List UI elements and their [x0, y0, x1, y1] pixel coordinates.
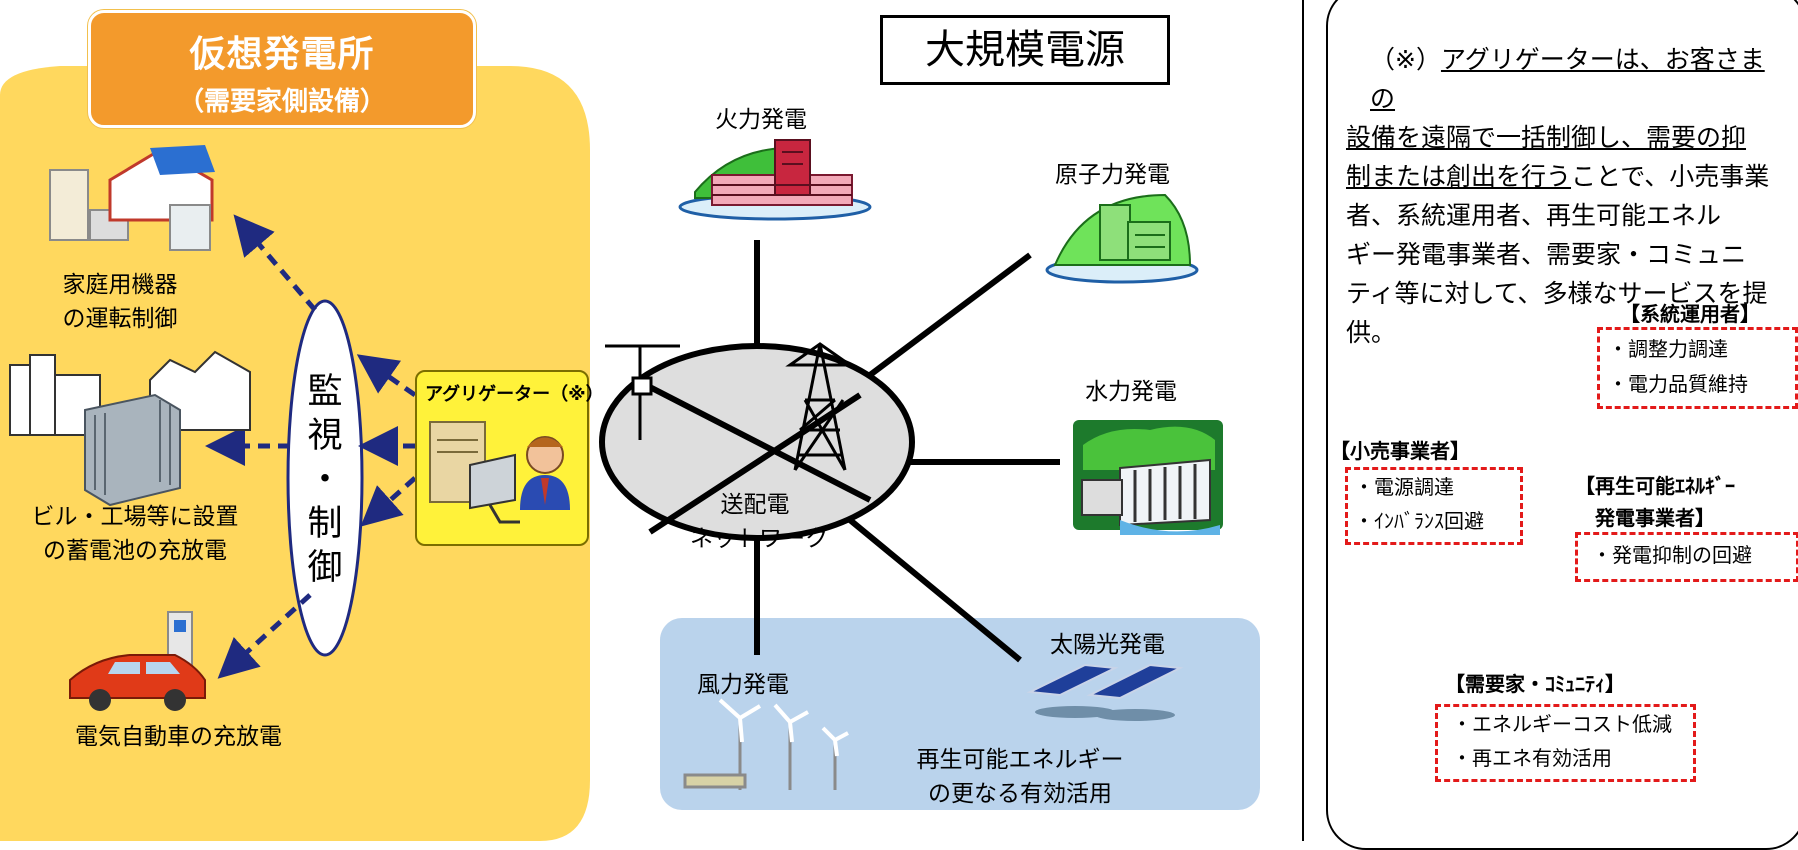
battery-storage-icon [9, 350, 251, 507]
utility-pole-icon [605, 344, 680, 440]
grid-operator-title: 【系統運用者】 [1620, 302, 1760, 326]
nuclear-plant-icon [1045, 193, 1199, 284]
wind-turbine-icon [683, 698, 849, 790]
wind-label: 風力発電 [697, 672, 789, 698]
renewable-label: 再生可能エネルギー の更なる有効活用 [916, 747, 1124, 807]
renewable-operator-box: ・発電抑制の回避 [1575, 532, 1798, 582]
home-appliance-label: 家庭用機器 の運転制御 [62, 272, 178, 332]
solar-label: 太陽光発電 [1050, 632, 1165, 658]
retailer-title: 【小売事業者】 [1330, 439, 1470, 463]
solar-panel-icon [1026, 663, 1184, 721]
renewable-area [660, 618, 1260, 810]
monitor-control-ellipse [286, 299, 364, 657]
battery-label: ビル・工場等に設置 の蓄電池の充放電 [31, 504, 239, 564]
vpp-subtitle: （需要家側設備） [177, 87, 386, 117]
renewable-operator-title: 【再生可能ｴﾈﾙｷﾞｰ 発電事業者】 [1575, 474, 1735, 530]
consumer-title: 【需要家・ｺﾐｭﾆﾃｨ】 [1445, 672, 1625, 696]
network-label: 送配電 ネットワーク [690, 492, 828, 552]
nuclear-label: 原子力発電 [1055, 162, 1170, 188]
aggregator-label: アグリゲーター（※） [425, 384, 604, 405]
ev-label: 電気自動車の充放電 [75, 724, 282, 750]
hydro-plant-icon [1073, 420, 1223, 535]
monitor-control-label: 監 視 ・ 制 御 [307, 372, 343, 588]
hydro-label: 水力発電 [1085, 379, 1177, 405]
consumer-box: ・エネルギーコスト低減 ・再エネ有効活用 [1435, 704, 1696, 782]
vpp-title: 仮想発電所 [189, 34, 375, 75]
thermal-plant-icon [678, 139, 872, 221]
pylon-icon [785, 342, 855, 471]
vpp-title-box: 仮想発電所 （需要家側設備） [88, 10, 476, 128]
aggregator-note: （※）アグリゲーターは、お客さまの 設備を遠隔で一括制御し、需要の抑 制または創… [1346, 45, 1770, 347]
thermal-label: 火力発電 [715, 107, 807, 133]
big-power-label: 大規模電源 [880, 15, 1170, 85]
ev-car-icon [69, 611, 206, 711]
home-appliance-icon [49, 145, 215, 251]
retailer-box: ・電源調達 ・ｲﾝﾊﾞﾗﾝｽ回避 [1345, 467, 1523, 545]
grid-operator-box: ・調整力調達 ・電力品質維持 [1597, 327, 1798, 409]
